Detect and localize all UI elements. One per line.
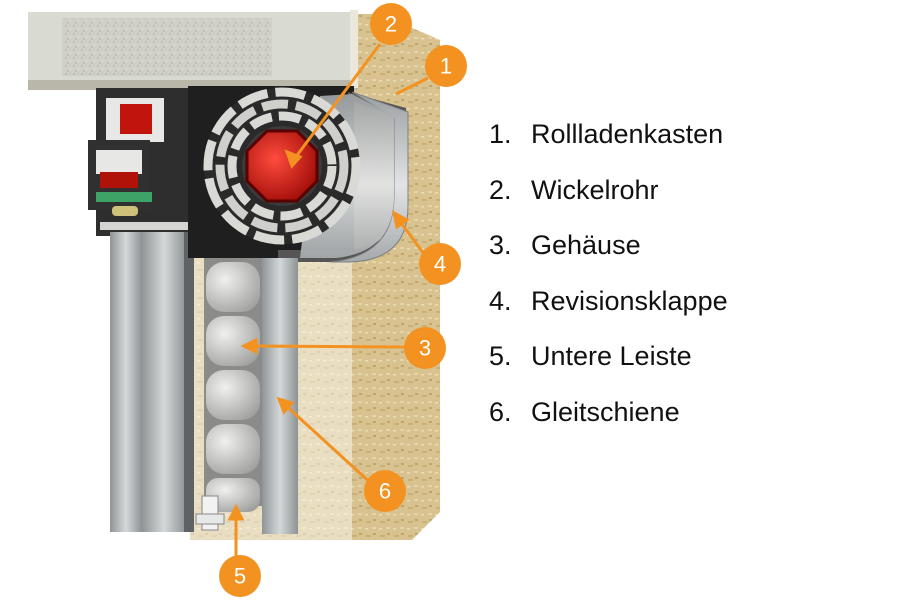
legend-number: 5. [489, 341, 512, 371]
legend-number: 1. [489, 119, 512, 149]
legend-number: 6. [489, 396, 512, 427]
frame-rails [110, 232, 194, 532]
arrowhead-2 [284, 149, 303, 169]
arrowhead-6 [276, 396, 295, 415]
legend-item-3: 3. Gehäuse [489, 223, 728, 279]
legend-number: 3. [489, 230, 512, 260]
legend-item-1: 1. Rollladenkasten [489, 112, 728, 168]
bottom-bar [195, 495, 225, 531]
svg-text:5: 5 [234, 564, 246, 589]
leader-1 [395, 76, 429, 96]
window-frame [88, 88, 196, 236]
legend-label: Untere Leiste [531, 341, 692, 371]
callout-lines [227, 43, 429, 558]
legend-item-4: 4. Revisionsklappe [489, 279, 728, 335]
svg-text:1: 1 [440, 54, 452, 79]
legend-number: 4. [489, 285, 512, 316]
legend-label: Revisionsklappe [531, 285, 728, 316]
legend-number: 2. [489, 174, 512, 205]
legend-item-5: 5. Untere Leiste [489, 334, 728, 390]
legend-label: Wickelrohr [531, 174, 659, 205]
leader-3 [249, 344, 409, 349]
arrowhead-4 [391, 210, 410, 230]
callout-badge-5: 5 [219, 555, 261, 597]
legend-label: Gleitschiene [531, 396, 680, 427]
svg-text:4: 4 [434, 252, 446, 277]
legend-list: 1. Rollladenkasten 2. Wickelrohr 3. Gehäuse… [489, 112, 728, 445]
leader-6 [280, 400, 376, 488]
callout-badge-2: 2 [370, 3, 412, 45]
callout-badge-6: 6 [364, 470, 406, 512]
guide-rail [262, 258, 298, 534]
winding-tube [245, 129, 319, 203]
svg-text:6: 6 [379, 479, 391, 504]
svg-text:3: 3 [419, 336, 431, 361]
arrowhead-5 [227, 503, 245, 521]
legend-label: Rollladenkasten [531, 119, 724, 149]
svg-text:2: 2 [385, 12, 397, 37]
callout-badge-4: 4 [419, 243, 461, 285]
legend-label: Gehäuse [531, 230, 641, 260]
lintel [28, 10, 358, 90]
arrowhead-3 [240, 337, 258, 355]
legend-item-6: 6. Gleitschiene [489, 390, 728, 446]
shutter-curtain [204, 258, 262, 512]
leader-2 [290, 43, 382, 163]
callout-badge-3: 3 [404, 327, 446, 369]
callout-badge-1: 1 [425, 45, 467, 87]
legend-item-2: 2. Wickelrohr [489, 168, 728, 224]
